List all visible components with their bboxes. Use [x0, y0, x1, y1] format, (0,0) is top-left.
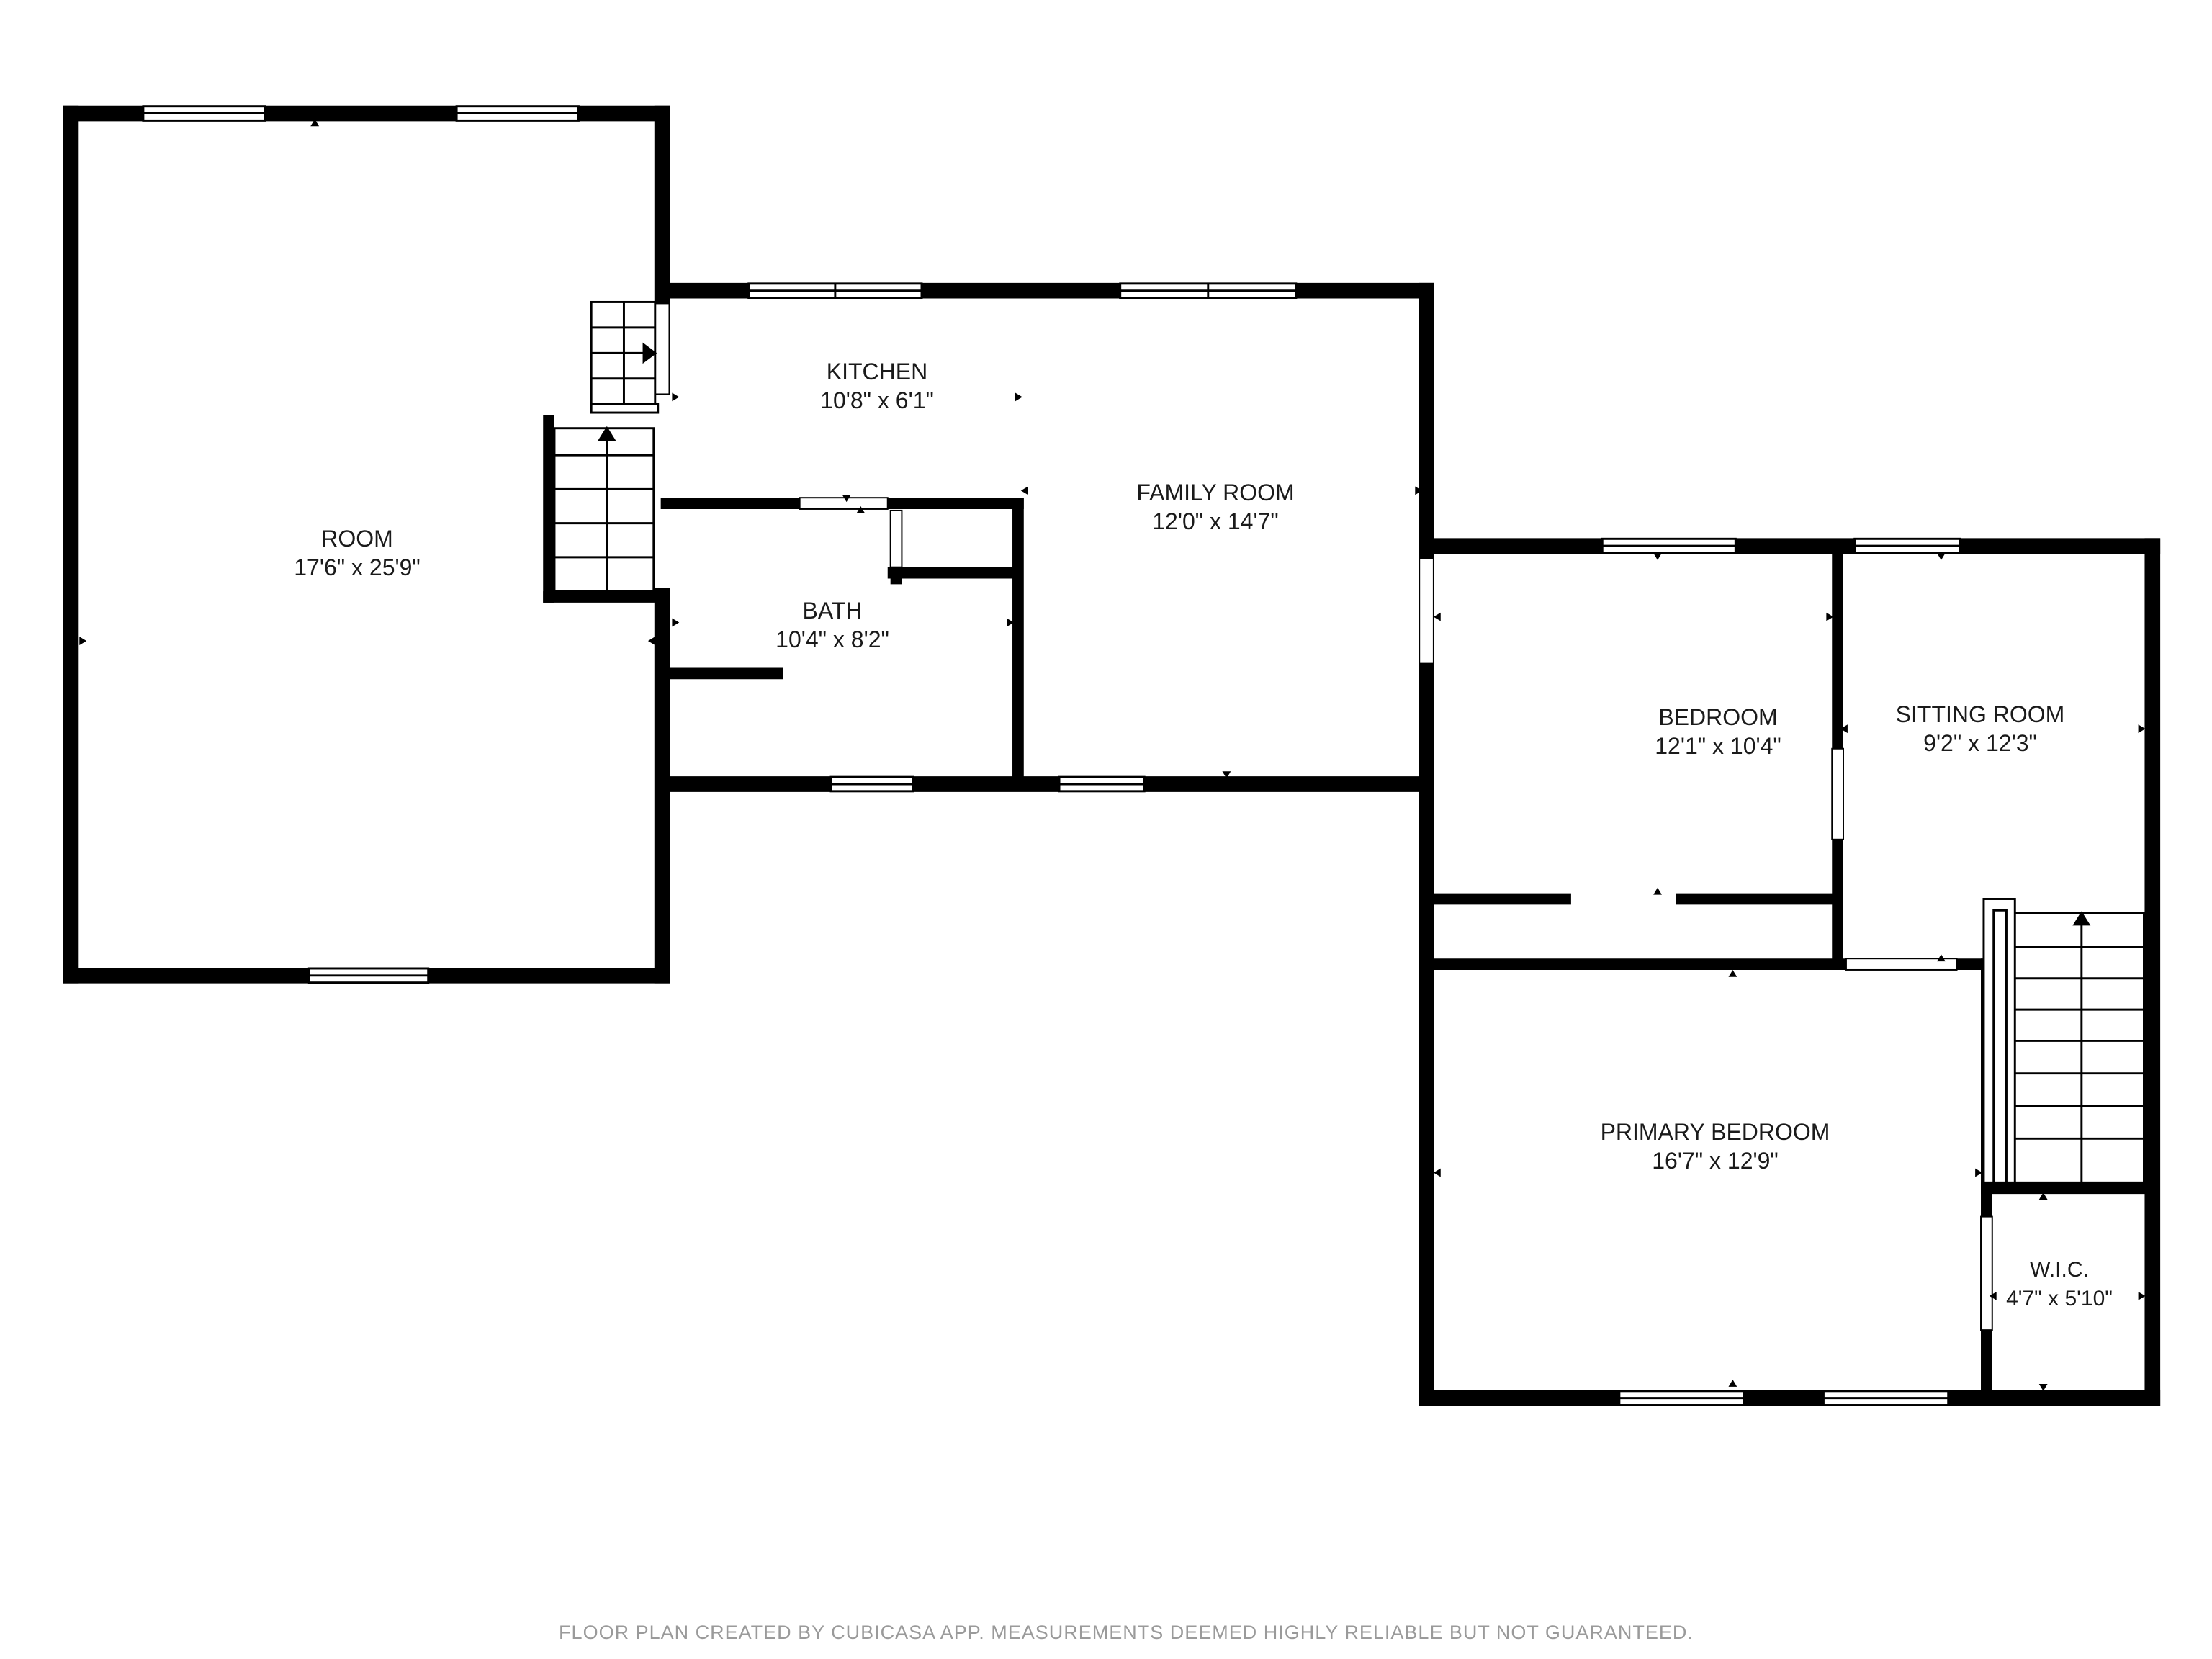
- doors: [654, 302, 1993, 1331]
- bath-label: BATH 10'4" x 8'2": [775, 596, 889, 654]
- primary-bedroom-label: PRIMARY BEDROOM 16'7" x 12'9": [1601, 1118, 1830, 1175]
- wic-name: W.I.C.: [2030, 1258, 2089, 1282]
- disclaimer-footer: FLOOR PLAN CREATED BY CUBICASA APP. MEAS…: [559, 1622, 1694, 1643]
- bedroom-name: BEDROOM: [1658, 704, 1778, 730]
- family-room-name: FAMILY ROOM: [1136, 480, 1295, 505]
- stairs-left-upper: [590, 300, 660, 414]
- kitchen-label: KITCHEN 10'8" x 6'1": [820, 357, 934, 415]
- room-label: ROOM 17'6" x 25'9": [294, 524, 421, 582]
- bedroom-dims: 12'1" x 10'4": [1655, 733, 1781, 759]
- family-room-dims: 12'0" x 14'7": [1152, 508, 1279, 534]
- stairs-right: [1982, 898, 2145, 1184]
- sitting-room-dims: 9'2" x 12'3": [1923, 730, 2037, 756]
- primary-bedroom-name: PRIMARY BEDROOM: [1600, 1119, 1830, 1145]
- wic-dims: 4'7" x 5'10": [2006, 1287, 2113, 1310]
- stairs-left-lower: [553, 426, 655, 593]
- bath-dims: 10'4" x 8'2": [775, 626, 889, 652]
- kitchen-dims: 10'8" x 6'1": [820, 387, 934, 413]
- wic-label: W.I.C. 4'7" x 5'10": [2006, 1256, 2113, 1313]
- room-name: ROOM: [321, 526, 393, 552]
- sitting-room-name: SITTING ROOM: [1895, 701, 2065, 727]
- dimension-ticks: [79, 119, 2146, 1391]
- sitting-room-label: SITTING ROOM 9'2" x 12'3": [1896, 700, 2065, 757]
- windows: [142, 105, 1961, 1406]
- bedroom-label: BEDROOM 12'1" x 10'4": [1655, 703, 1781, 760]
- primary-bedroom-dims: 16'7" x 12'9": [1652, 1148, 1779, 1174]
- family-room-label: FAMILY ROOM 12'0" x 14'7": [1136, 478, 1294, 536]
- room-dims: 17'6" x 25'9": [294, 554, 421, 580]
- bath-name: BATH: [802, 598, 863, 624]
- kitchen-name: KITCHEN: [826, 359, 928, 385]
